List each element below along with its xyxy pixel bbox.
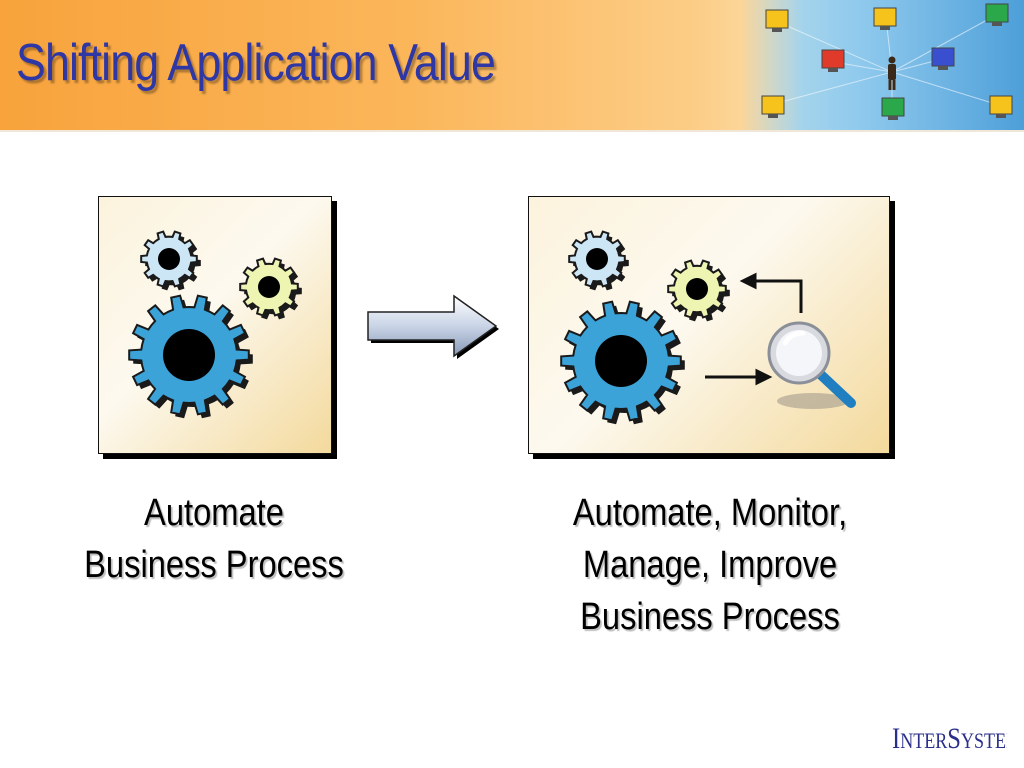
monitor-icon xyxy=(821,49,845,72)
monitor-icon xyxy=(873,7,897,30)
monitor-icon xyxy=(761,95,785,118)
gear-icon xyxy=(140,230,201,291)
monitor-icon xyxy=(985,3,1009,26)
caption-line: Automate xyxy=(144,492,284,534)
svg-text:INTERSYSTEMS: INTERSYSTEMS xyxy=(892,722,1007,755)
caption-line: Manage, Improve xyxy=(582,544,838,586)
gear-icon xyxy=(239,257,302,320)
caption-automate-monitor: Automate, Monitor, Manage, Improve Busin… xyxy=(547,487,874,643)
gears-magnifier-illustration xyxy=(560,230,856,425)
caption-line: Automate, Monitor, xyxy=(572,492,848,534)
monitor-icon xyxy=(765,9,789,32)
caption-line: Business Process xyxy=(580,596,840,638)
gear-icon xyxy=(667,259,730,322)
panel-monitor-manage xyxy=(528,196,890,454)
arrow-left-icon xyxy=(739,272,803,313)
arrow-right-icon xyxy=(362,290,502,362)
slide-title: Shifting Application Value xyxy=(16,34,496,92)
panel-automate xyxy=(98,196,332,454)
gear-icon xyxy=(568,230,629,291)
monitor-icon xyxy=(881,97,905,120)
caption-automate: Automate Business Process xyxy=(80,487,348,591)
monitor-icon xyxy=(931,47,955,70)
arrow-right-icon xyxy=(705,368,773,386)
caption-line: Business Process xyxy=(84,544,344,586)
intersystems-logo: INTERSYSTEMS xyxy=(892,718,1024,758)
magnifier-icon xyxy=(767,321,856,409)
network-illustration xyxy=(740,0,1024,130)
monitor-icon xyxy=(989,95,1013,118)
gears-illustration xyxy=(128,230,302,419)
gear-icon xyxy=(560,300,685,425)
header-banner: Shifting Application Value xyxy=(0,0,1024,132)
person-icon xyxy=(888,56,896,90)
gear-icon xyxy=(128,294,253,419)
